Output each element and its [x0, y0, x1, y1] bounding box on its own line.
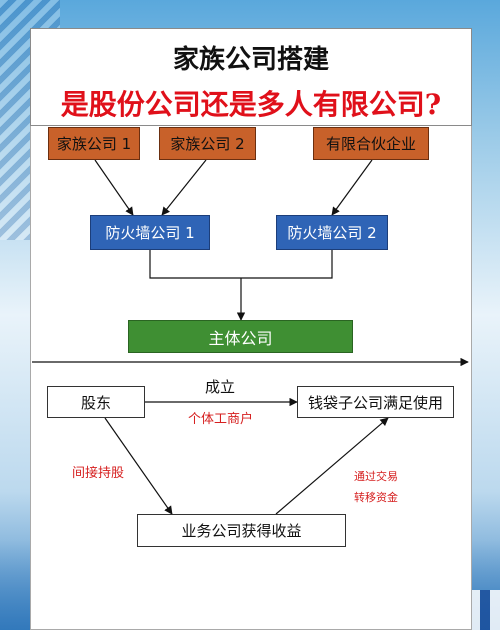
- title-question: 是股份公司还是多人有限公司?: [60, 88, 442, 121]
- arrow-partnership-to-firewall2: [331, 159, 373, 216]
- merge-bracket: [149, 250, 333, 279]
- family-company-1-box: 家族公司 1: [48, 127, 140, 160]
- main-company-box: 主体公司: [128, 320, 353, 353]
- firewall-company-2-label: 防火墙公司 2: [287, 224, 377, 242]
- limited-partnership-label: 有限合伙企业: [325, 135, 416, 153]
- established-label: 成立: [205, 378, 236, 396]
- firewall-company-1-label: 防火墙公司 1: [105, 224, 195, 242]
- arrow-family1-to-firewall1: [94, 159, 134, 216]
- firewall-company-1-box: 防火墙公司 1: [90, 215, 210, 250]
- business-company-label: 业务公司获得收益: [181, 522, 302, 540]
- wallet-company-label: 钱袋子公司满足使用: [307, 393, 443, 412]
- wallet-company-box: 钱袋子公司满足使用: [297, 386, 454, 418]
- limited-partnership-box: 有限合伙企业: [313, 127, 429, 160]
- business-company-box: 业务公司获得收益: [137, 514, 346, 547]
- via-trade-label: 通过交易: [354, 470, 398, 483]
- title-box: 家族公司搭建 是股份公司还是多人有限公司?: [30, 28, 472, 126]
- shareholder-box: 股东: [47, 386, 145, 418]
- arrow-family2-to-firewall1: [161, 159, 207, 216]
- transfer-funds-label: 转移资金: [354, 491, 398, 504]
- sole-proprietor-label: 个体工商户: [188, 412, 254, 427]
- title-main: 家族公司搭建: [172, 45, 329, 75]
- arrow-business-to-wallet: [275, 417, 389, 515]
- arrow-shareholder-to-business: [104, 417, 173, 515]
- firewall-company-2-box: 防火墙公司 2: [276, 215, 388, 250]
- family-company-2-box: 家族公司 2: [159, 127, 256, 160]
- shareholder-label: 股东: [80, 393, 111, 412]
- main-company-label: 主体公司: [208, 328, 273, 348]
- indirect-holding-label: 间接持股: [72, 466, 125, 481]
- family-company-2-label: 家族公司 2: [170, 135, 245, 153]
- family-company-1-label: 家族公司 1: [56, 135, 132, 153]
